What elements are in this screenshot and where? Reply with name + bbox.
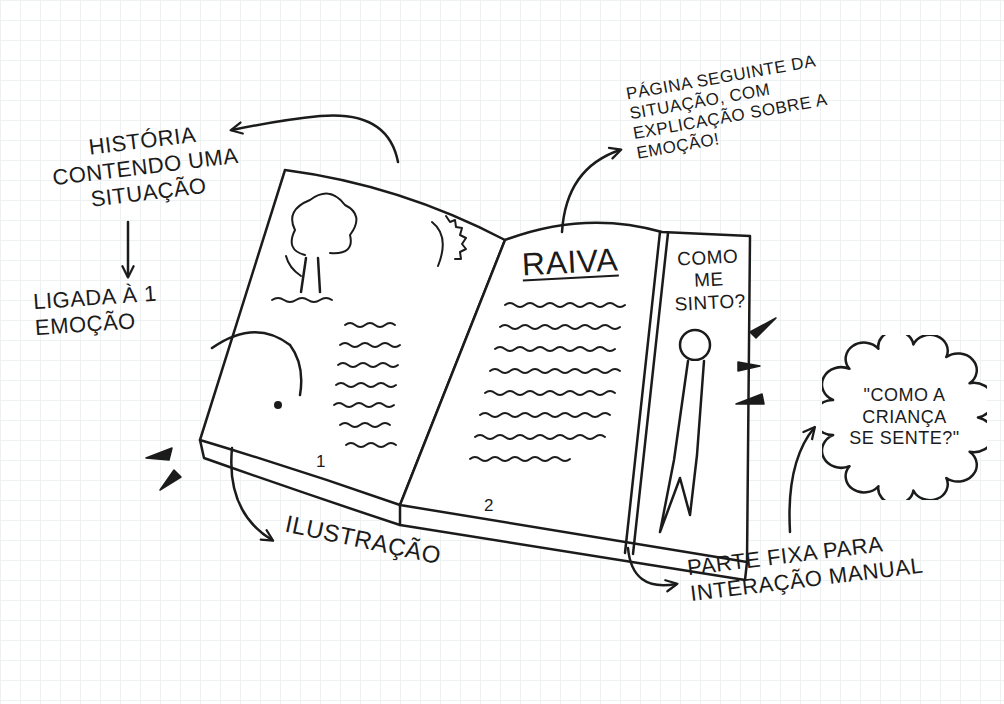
emotion-annotation: LIGADA À 1 EMOÇÃO bbox=[32, 279, 185, 341]
page-number: 1 bbox=[316, 452, 326, 472]
story-annotation: HISTÓRIA CONTENDO UMA SITUAÇÃO bbox=[44, 116, 247, 217]
cloud-text: "COMO A CRIANÇA SE SENTE?" bbox=[848, 385, 961, 450]
emotion-title: RAIVA bbox=[521, 242, 619, 285]
page-number: 2 bbox=[484, 496, 494, 516]
thought-cloud: "COMO A CRIANÇA SE SENTE?" bbox=[822, 335, 987, 500]
next-page-annotation: PÁGINA SEGUINTE DA SITUAÇÃO, COM EXPLICA… bbox=[625, 48, 846, 163]
panel-question: COMO ME SINTO? bbox=[667, 245, 750, 316]
